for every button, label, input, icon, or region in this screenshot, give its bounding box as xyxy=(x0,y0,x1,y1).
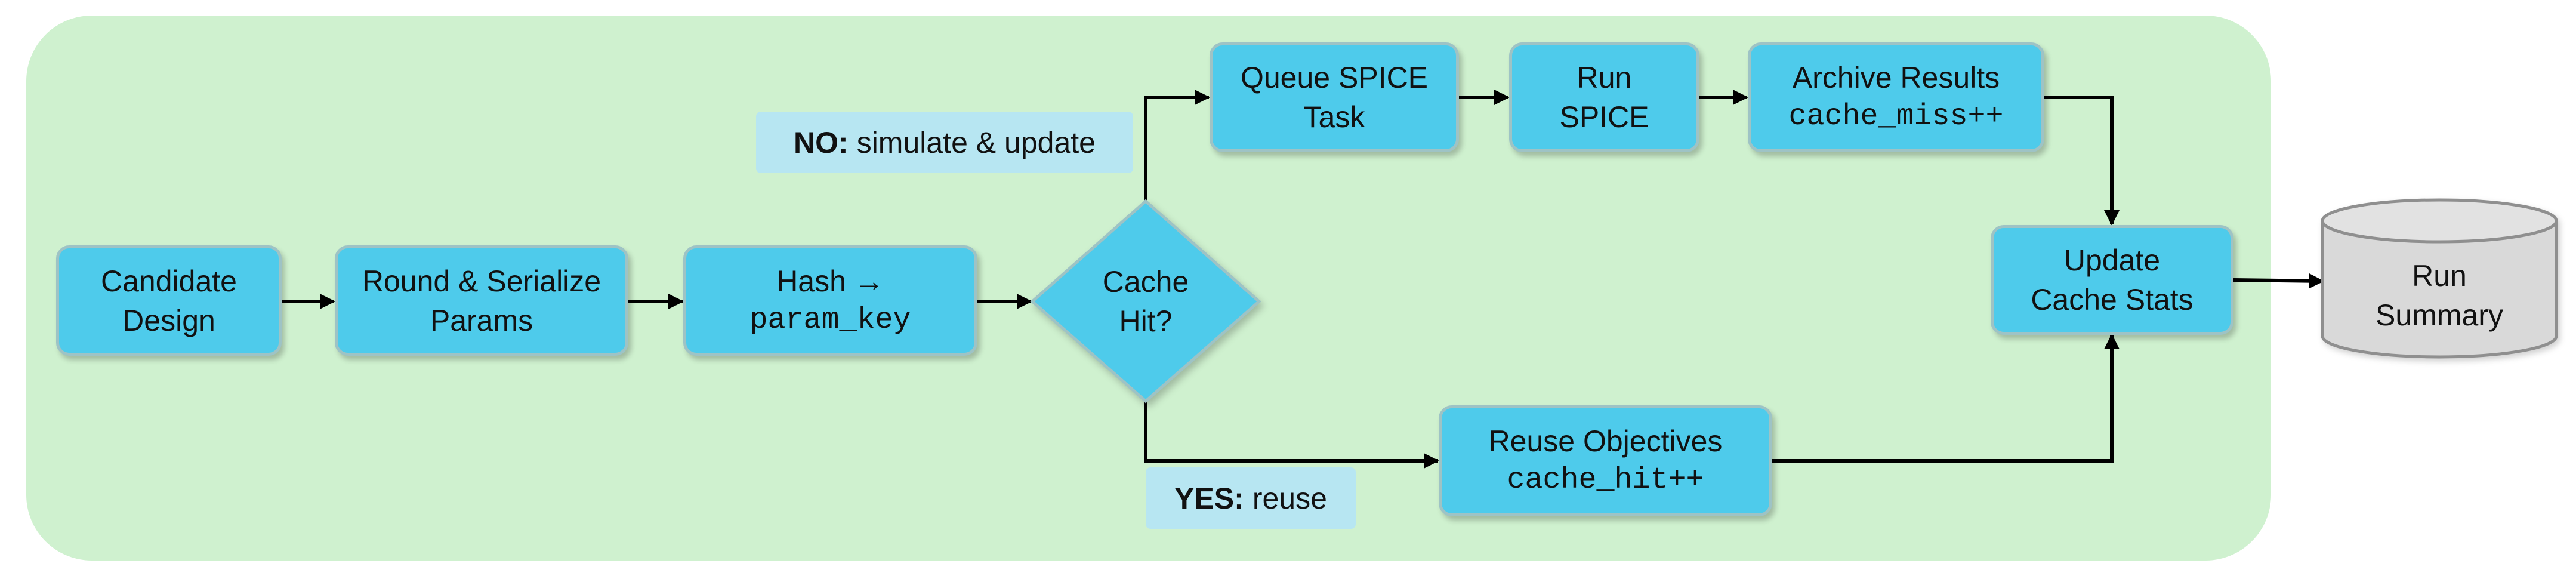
arrow-reuse-to-update xyxy=(1772,334,2120,463)
node-round-serialize: Round & Serialize Params xyxy=(335,245,628,356)
decision-line2: Hit? xyxy=(1119,304,1173,338)
arrow-archive-to-update xyxy=(2044,96,2120,226)
node-update-cache-stats: Update Cache Stats xyxy=(1991,225,2233,335)
branch-label-no: NO: simulate & update xyxy=(756,112,1133,173)
node-archive-line1: Archive Results xyxy=(1792,61,2000,94)
decision-diamond xyxy=(1030,199,1261,404)
node-run-line1: Run xyxy=(1577,61,1632,94)
branch-label-yes: YES: reuse xyxy=(1146,467,1356,529)
node-reuse-line2: cache_hit++ xyxy=(1507,463,1704,497)
branch-yes-text: reuse xyxy=(1252,481,1327,515)
node-queue-line2: Task xyxy=(1303,100,1365,134)
arrow-decision-to-queue xyxy=(1144,90,1210,201)
node-candidate-design: Candidate Design xyxy=(56,245,282,356)
branch-yes-keyword: YES: xyxy=(1174,481,1244,515)
node-update-line2: Cache Stats xyxy=(2031,283,2194,316)
node-queue-spice-task: Queue SPICE Task xyxy=(1210,42,1459,152)
node-reuse-objectives: Reuse Objectives cache_hit++ xyxy=(1439,405,1772,516)
arrow-decision-to-reuse xyxy=(1144,401,1439,469)
branch-no-keyword: NO: xyxy=(794,125,849,159)
node-hash-line2: param_key xyxy=(749,303,911,337)
node-hash-line1: Hash → xyxy=(776,264,884,298)
node-summary-line2: Summary xyxy=(2376,298,2503,332)
node-run-summary: Run Summary xyxy=(2322,242,2556,349)
node-candidate-design-line2: Design xyxy=(122,303,215,337)
node-candidate-design-line1: Candidate xyxy=(101,264,237,298)
node-reuse-line1: Reuse Objectives xyxy=(1488,424,1723,458)
branch-no-text: simulate & update xyxy=(856,125,1096,159)
node-queue-line1: Queue SPICE xyxy=(1240,61,1429,94)
arrow-update-to-summary xyxy=(2233,273,2324,289)
node-round-serialize-line2: Params xyxy=(430,303,533,337)
database-cylinder xyxy=(2321,198,2558,359)
node-summary-line1: Run xyxy=(2412,259,2467,292)
node-hash: Hash → param_key xyxy=(683,245,977,356)
node-update-line1: Update xyxy=(2063,244,2161,277)
node-run-line2: SPICE xyxy=(1559,100,1649,134)
decision-cache-hit: Cache Hit? xyxy=(1050,245,1241,358)
node-round-serialize-line1: Round & Serialize xyxy=(362,264,601,298)
node-archive-results: Archive Results cache_miss++ xyxy=(1748,42,2044,152)
node-run-spice: Run SPICE xyxy=(1509,42,1699,152)
node-archive-line2: cache_miss++ xyxy=(1788,100,2004,134)
decision-line1: Cache xyxy=(1102,265,1189,298)
